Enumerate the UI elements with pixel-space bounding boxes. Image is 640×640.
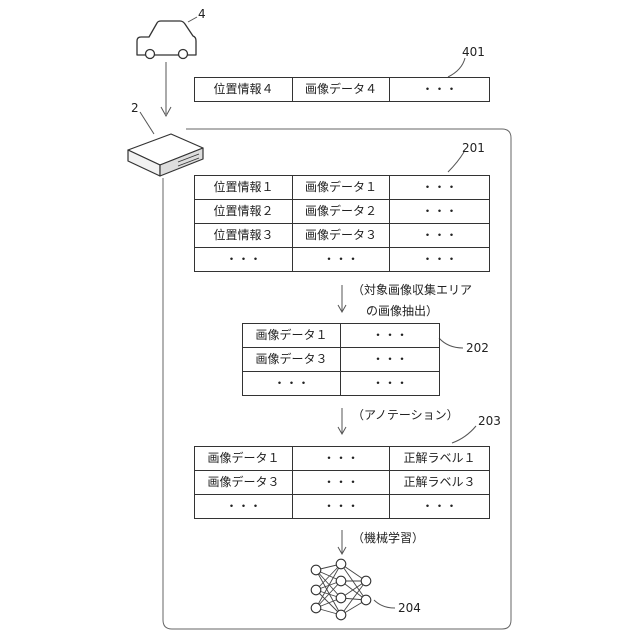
extract-step-label: （対象画像収集エリア — [352, 281, 472, 298]
table-cell: ・・・ — [390, 224, 490, 248]
table-cell: 画像データ３ — [243, 348, 341, 372]
table-row: ・・・ ・・・ ・・・ — [195, 248, 490, 272]
table-cell: ・・・ — [390, 248, 490, 272]
ref-table-203: 203 — [478, 414, 501, 428]
ref-table-401: 401 — [462, 45, 485, 59]
ref-table-201: 201 — [462, 141, 485, 155]
table-row: 画像データ１ ・・・ — [243, 324, 440, 348]
table-401: 位置情報４ 画像データ４ ・・・ — [194, 77, 490, 102]
table-cell: 正解ラベル１ — [390, 447, 490, 471]
table-cell: 正解ラベル３ — [390, 471, 490, 495]
table-cell: 画像データ１ — [293, 176, 390, 200]
table-cell: ・・・ — [293, 447, 390, 471]
table-cell: ・・・ — [390, 200, 490, 224]
table-cell: 位置情報３ — [195, 224, 293, 248]
network-node — [311, 603, 321, 613]
table-cell: ・・・ — [293, 248, 390, 272]
extract-step-label-line2: の画像抽出） — [366, 302, 438, 319]
table-cell: ・・・ — [195, 248, 293, 272]
ref-table-202: 202 — [466, 341, 489, 355]
table-cell: ・・・ — [390, 495, 490, 519]
leader-204 — [374, 600, 395, 608]
table-cell: ・・・ — [390, 176, 490, 200]
table-cell: ・・・ — [293, 471, 390, 495]
car-icon — [137, 21, 196, 59]
ref-network: 204 — [398, 601, 421, 615]
table-cell: 画像データ３ — [293, 224, 390, 248]
table-cell: 画像データ３ — [195, 471, 293, 495]
table-cell: 画像データ１ — [195, 447, 293, 471]
leader-202 — [439, 338, 463, 348]
ref-vehicle: 4 — [198, 7, 206, 21]
table-cell: ・・・ — [293, 495, 390, 519]
network-node — [311, 565, 321, 575]
table-201: 位置情報１ 画像データ１ ・・・ 位置情報２ 画像データ２ ・・・ 位置情報３ … — [194, 175, 490, 272]
leader-401 — [448, 58, 465, 77]
server-icon — [128, 134, 203, 176]
network-node — [361, 576, 371, 586]
table-row: ・・・ ・・・ — [243, 372, 440, 396]
table-row: ・・・ ・・・ ・・・ — [195, 495, 490, 519]
leader-203 — [452, 426, 476, 443]
table-row: 位置情報２ 画像データ２ ・・・ — [195, 200, 490, 224]
table-row: 画像データ３ ・・・ 正解ラベル３ — [195, 471, 490, 495]
table-cell: 位置情報２ — [195, 200, 293, 224]
table-cell: 位置情報１ — [195, 176, 293, 200]
server-leader-line — [140, 112, 154, 134]
network-node — [311, 585, 321, 595]
learning-step-label: （機械学習） — [352, 529, 424, 546]
table-row: 画像データ３ ・・・ — [243, 348, 440, 372]
table-cell: 画像データ１ — [243, 324, 341, 348]
leader-201 — [448, 152, 464, 172]
table-cell: ・・・ — [390, 78, 490, 102]
table-cell: ・・・ — [341, 348, 440, 372]
table-row: 画像データ１ ・・・ 正解ラベル１ — [195, 447, 490, 471]
table-cell: ・・・ — [243, 372, 341, 396]
neural-network-icon — [311, 559, 371, 620]
table-cell: 画像データ４ — [293, 78, 390, 102]
network-node — [336, 559, 346, 569]
table-cell: 位置情報４ — [195, 78, 293, 102]
table-202: 画像データ１ ・・・ 画像データ３ ・・・ ・・・ ・・・ — [242, 323, 440, 396]
network-node — [336, 610, 346, 620]
table-row: 位置情報１ 画像データ１ ・・・ — [195, 176, 490, 200]
table-row: 位置情報４ 画像データ４ ・・・ — [195, 78, 490, 102]
table-203: 画像データ１ ・・・ 正解ラベル１ 画像データ３ ・・・ 正解ラベル３ ・・・ … — [194, 446, 490, 519]
ref-server: 2 — [131, 101, 139, 115]
table-cell: ・・・ — [341, 372, 440, 396]
car-leader-line — [188, 17, 197, 22]
table-cell: ・・・ — [341, 324, 440, 348]
table-row: 位置情報３ 画像データ３ ・・・ — [195, 224, 490, 248]
network-node — [336, 593, 346, 603]
table-cell: ・・・ — [195, 495, 293, 519]
annotation-step-label: （アノテーション） — [352, 406, 459, 423]
network-node — [336, 576, 346, 586]
network-node — [361, 595, 371, 605]
table-cell: 画像データ２ — [293, 200, 390, 224]
